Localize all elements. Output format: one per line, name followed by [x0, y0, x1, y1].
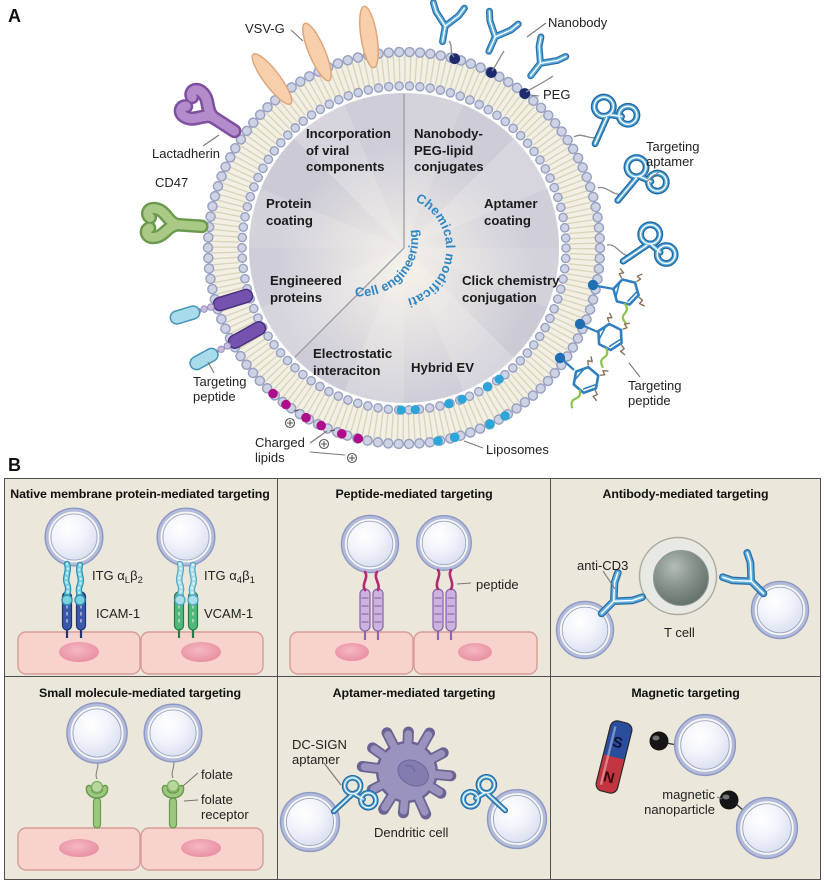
integrin-chain-icon: [179, 564, 181, 599]
panel-b-letter: B: [8, 455, 21, 475]
panel-b-art: S N: [17, 506, 811, 871]
lactadherin-protein-icon: [179, 88, 243, 144]
cell-nucleus: [458, 643, 492, 661]
sector-divider-lines: [294, 94, 405, 358]
ev-icon: [142, 702, 204, 764]
label-folate: folate: [201, 767, 233, 782]
sector-nanobody-peg-lipid: Nanobody-PEG-lipid conjugates: [414, 126, 484, 174]
peg-linkers: [448, 40, 554, 93]
label-peptide: peptide: [476, 577, 519, 592]
folate-receptor-icon: [165, 788, 181, 828]
label-t-cell: T cell: [664, 625, 695, 640]
ev-icon: [672, 712, 738, 778]
targeting-aptamer-icon: [575, 85, 640, 146]
label-lactadherin: Lactadherin: [152, 146, 220, 161]
cell-nucleus: [181, 642, 221, 662]
label-cd47: CD47: [155, 175, 189, 190]
label-dc-sign-aptamer: DC-SIGN aptamer: [292, 737, 347, 768]
title-aptamer: Aptamer-mediated targeting: [332, 686, 496, 700]
ev-icon: [43, 506, 105, 568]
liposome-dots: [396, 374, 510, 446]
magnet-n-label: N: [601, 768, 616, 787]
label-icam1: ICAM-1: [96, 606, 141, 621]
ev-icon: [155, 506, 217, 568]
positive-charge-icons: [284, 409, 358, 464]
targeting-peptide-anchors: [169, 288, 267, 371]
bar-magnet-icon: S N: [595, 720, 633, 794]
peptide-box-art: [289, 513, 538, 675]
native-membrane-box-art: [17, 506, 264, 675]
ev-icon: [65, 701, 129, 765]
magnetic-box-art: S N: [595, 712, 800, 861]
label-itg-a4b1: ITG α4β1: [204, 568, 255, 586]
cell-nucleus: [59, 839, 99, 857]
antibody-box-art: [554, 536, 811, 661]
title-magnetic: Magnetic targeting: [631, 686, 740, 700]
magnetic-nanoparticle-icon: [719, 790, 739, 810]
label-dendritic-cell: Dendritic cell: [374, 825, 449, 840]
panel-a-letter: A: [8, 6, 21, 26]
cell-nucleus: [59, 642, 99, 662]
dendritic-cell-icon: [356, 726, 457, 820]
ev-icon: [339, 513, 401, 575]
integrin-chain-icon: [66, 564, 68, 599]
folate-icon: [166, 779, 180, 793]
label-targeting-peptide-right: Targeting peptide: [628, 378, 682, 409]
label-peg: PEG: [543, 87, 571, 102]
leader-lines-a: [202, 22, 660, 456]
label-itg-alb2: ITG αLβ2: [92, 568, 143, 586]
sector-protein-coating: Protein coating: [266, 196, 313, 228]
lipid-bilayer-membrane: [202, 46, 606, 450]
title-antibody: Antibody-mediated targeting: [602, 487, 769, 501]
aptamer-box-art: [278, 726, 549, 854]
label-vsv-g: VSV-G: [245, 21, 285, 36]
title-small-molecule: Small molecule-mediated targeting: [39, 686, 241, 700]
ev-icon: [415, 514, 473, 572]
leader-lines-b: [182, 570, 723, 802]
cell-nucleus: [181, 839, 221, 857]
nanobody-icon: [427, 3, 464, 45]
label-nanobody: Nanobody: [548, 15, 608, 30]
sector-click-chemistry: Click chemistry conjugation: [462, 273, 560, 305]
magnet-s-label: S: [611, 733, 625, 752]
label-liposomes: Liposomes: [486, 442, 549, 457]
folate-receptor-icon: [89, 788, 105, 828]
folate-linkers: [95, 759, 175, 780]
label-magnetic-nanoparticle: magnetic nanoparticle: [644, 787, 715, 818]
vsv-g-spikes: [251, 5, 380, 105]
panel-a-art: Cell engineering Chemical modification: [0, 0, 675, 464]
t-cell-inner: [653, 550, 709, 606]
ev-icon: [734, 795, 800, 861]
click-chemistry-conjugates: [554, 267, 653, 418]
cell-nucleus: [335, 643, 369, 661]
label-targeting-aptamer: Targeting aptamer: [646, 139, 700, 170]
sector-engineered-proteins: Engineered proteins: [270, 273, 342, 305]
peptide-curves: [362, 568, 454, 592]
nanobody-icon: [474, 11, 518, 57]
label-vcam1: VCAM-1: [204, 606, 254, 621]
ev-icon: [278, 790, 342, 854]
magnetic-nanoparticle-icon: [649, 731, 669, 751]
title-peptide: Peptide-mediated targeting: [335, 487, 493, 501]
sector-aptamer-coating: Aptamer coating: [484, 196, 538, 228]
targeting-aptamer-icon: [622, 224, 675, 264]
cd47-protein-icon: [146, 208, 203, 241]
label-folate-receptor: folate receptor: [201, 792, 249, 823]
small-molecule-box-art: [17, 701, 264, 871]
dc-sign-aptamer-icon: [329, 774, 377, 814]
nanobody-icon: [518, 37, 565, 85]
title-native-membrane: Native membrane protein-mediated targeti…: [10, 487, 270, 501]
sector-incorporation-viral: Incorporation of viral components: [306, 126, 391, 174]
folate-icon: [90, 780, 104, 794]
label-charged-lipids: Charged lipids: [255, 435, 305, 466]
label-targeting-peptide-left: Targeting peptide: [193, 374, 247, 405]
label-anti-cd3: anti-CD3: [577, 558, 629, 573]
sector-hybrid-ev: Hybrid EV: [411, 360, 475, 375]
sector-electrostatic: Electrostatic interaciton: [313, 346, 393, 378]
charged-lipid-dots: [268, 388, 364, 464]
